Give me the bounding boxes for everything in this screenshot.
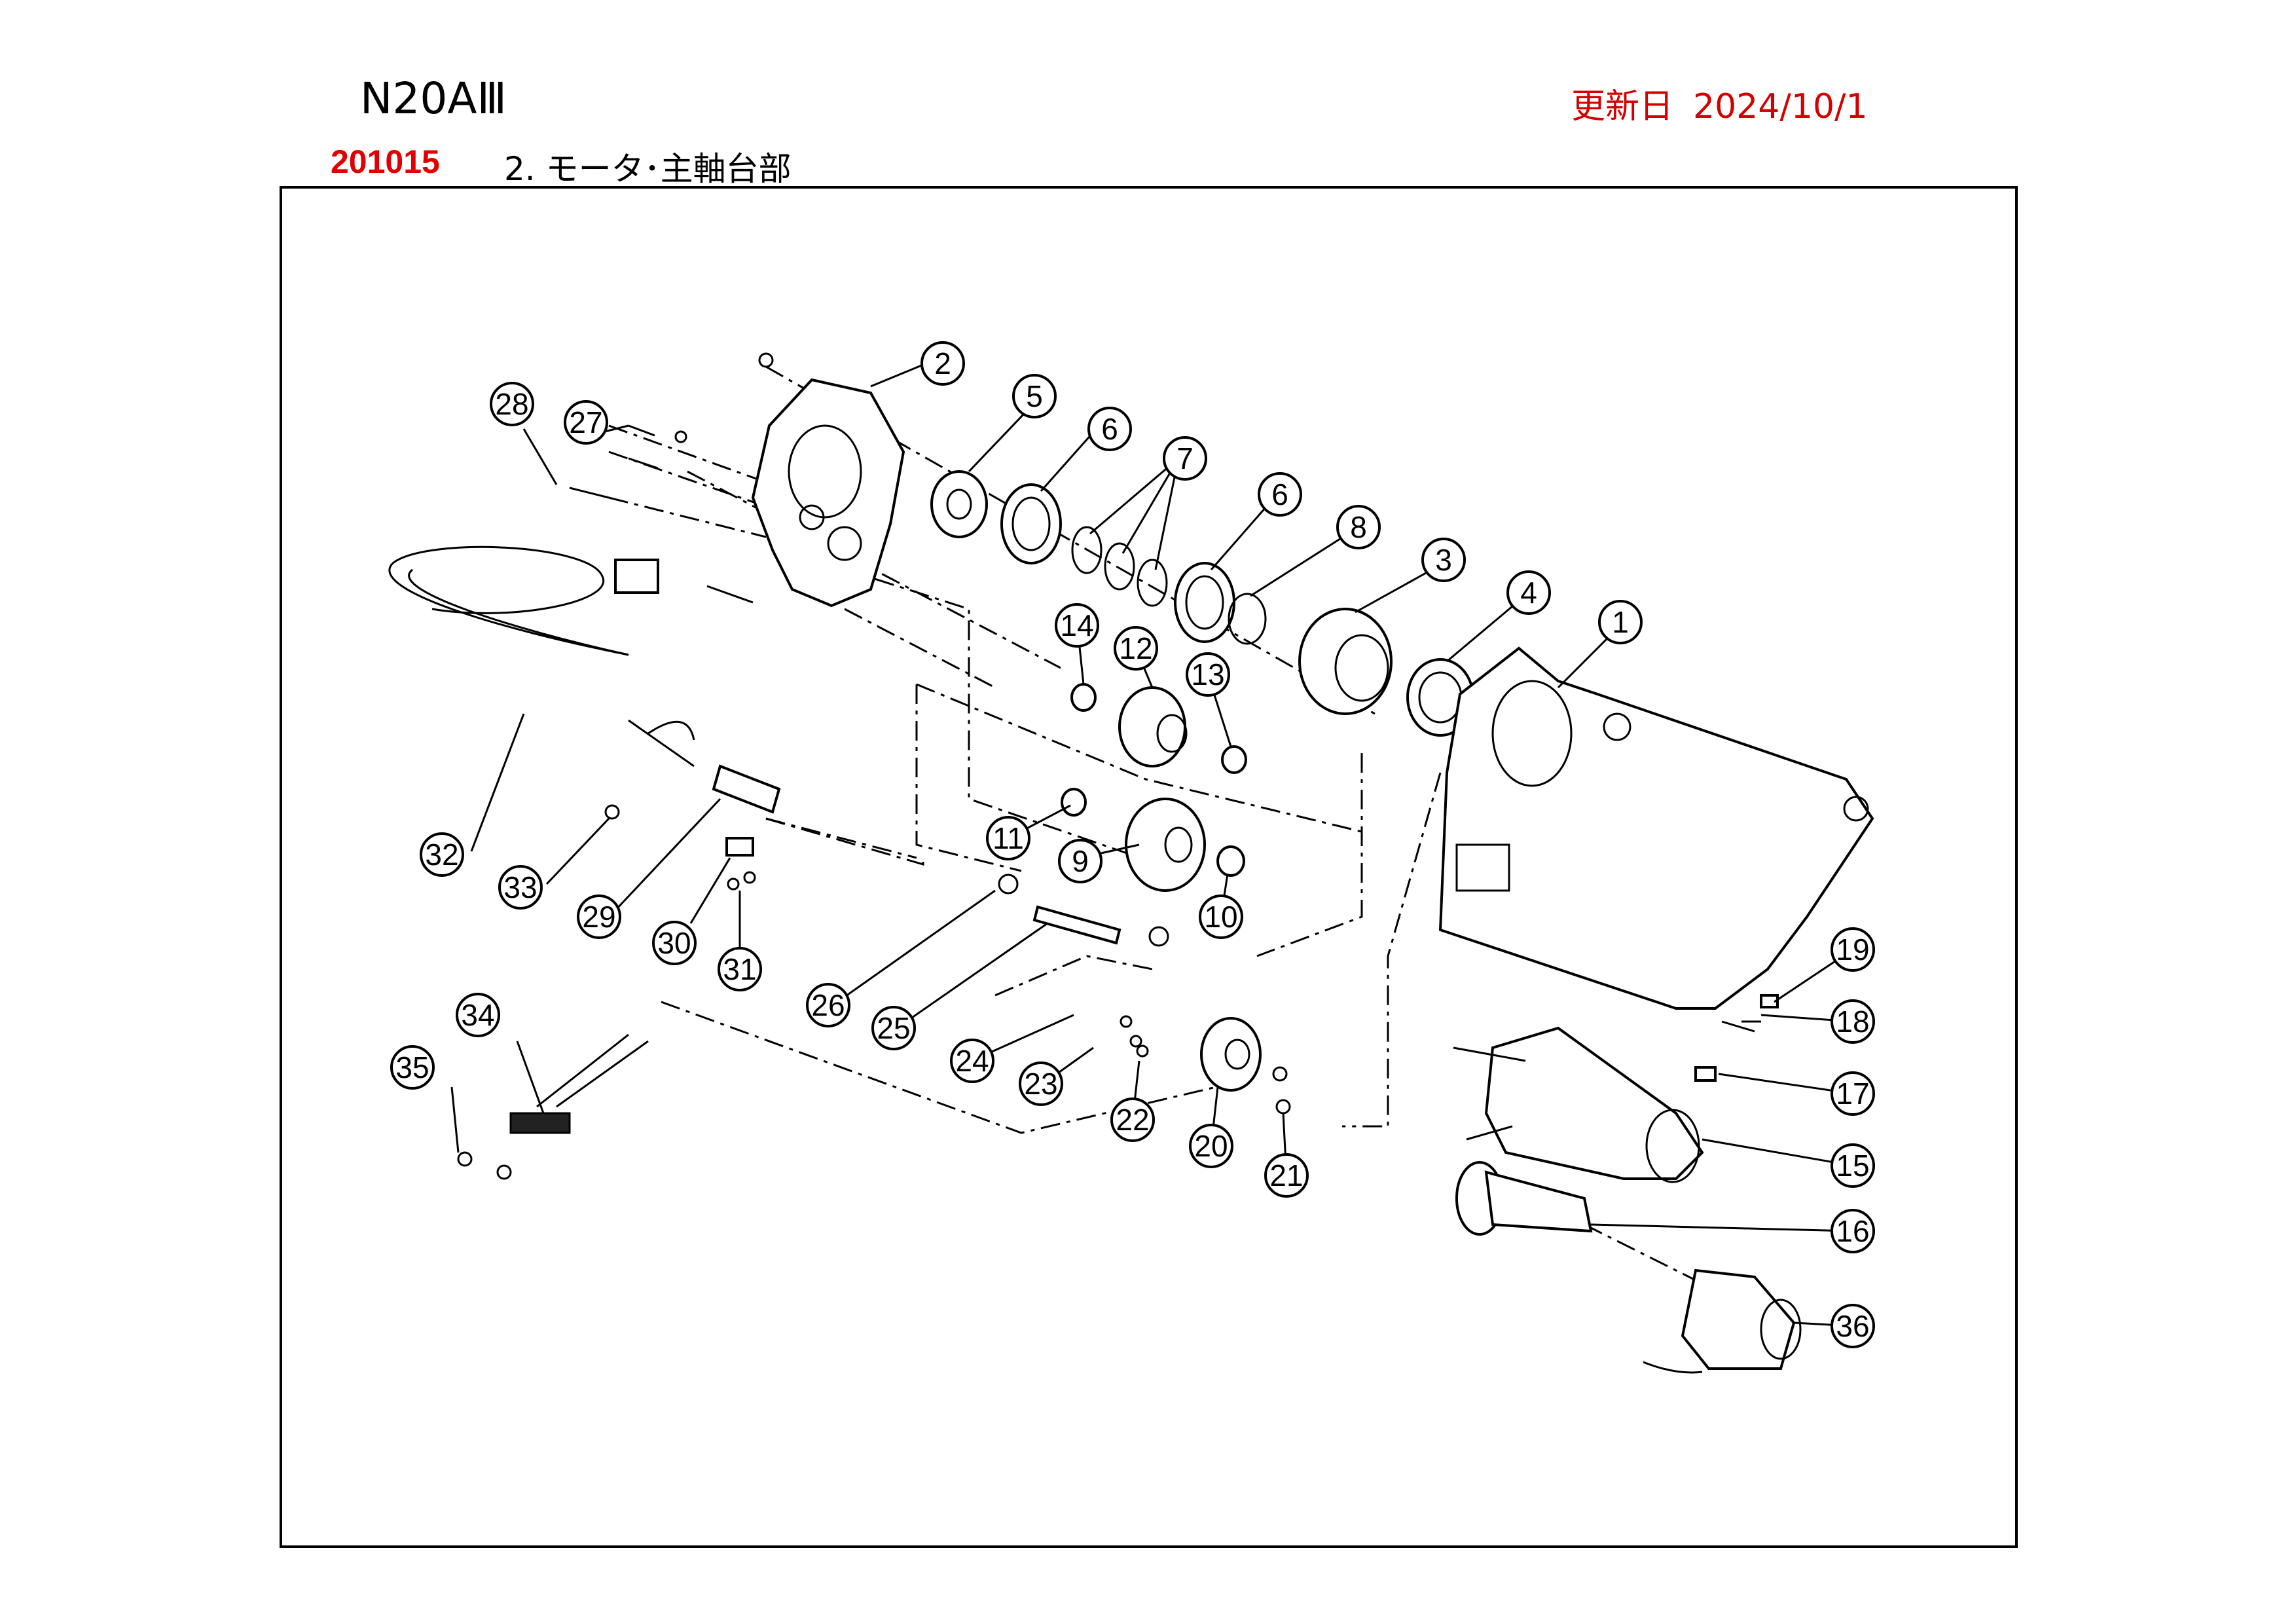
svg-text:4: 4 [1520,576,1537,610]
callout-30: 30 [652,921,697,965]
callout-5: 5 [1012,374,1057,418]
svg-text:35: 35 [395,1050,429,1084]
callout-22: 22 [1110,1098,1155,1142]
callout-35: 35 [390,1045,435,1090]
callout-29: 29 [577,895,621,939]
update-date: 更新日 2024/10/1 [1571,79,1887,128]
callout-33: 33 [498,865,543,910]
callout-24: 24 [950,1039,994,1083]
callout-7: 7 [1163,436,1207,481]
callout-19: 19 [1831,927,1875,972]
callout-3: 3 [1421,538,1466,582]
svg-text:9: 9 [1072,844,1089,878]
svg-text:15: 15 [1836,1149,1869,1183]
callout-18: 18 [1831,999,1875,1044]
callout-2: 2 [920,341,965,386]
svg-text:27: 27 [569,405,602,439]
callout-15: 15 [1831,1143,1875,1188]
update-date-value: 2024/10/1 [1693,87,1868,126]
svg-text:28: 28 [495,387,528,421]
svg-text:1: 1 [1612,605,1629,639]
callout-26: 26 [806,983,850,1027]
callout-11: 11 [986,816,1030,860]
callout-6a: 6 [1087,407,1132,451]
svg-text:20: 20 [1194,1129,1228,1163]
svg-text:6: 6 [1271,477,1288,511]
svg-text:24: 24 [955,1044,989,1078]
svg-text:3: 3 [1435,543,1452,577]
svg-text:36: 36 [1836,1309,1869,1343]
callout-12: 12 [1114,626,1158,671]
svg-text:13: 13 [1191,657,1224,692]
svg-text:16: 16 [1836,1214,1869,1248]
callout-28: 28 [490,382,534,426]
svg-text:21: 21 [1269,1158,1303,1192]
callout-20: 20 [1189,1124,1233,1168]
callout-14: 14 [1055,603,1099,648]
callout-8: 8 [1336,505,1381,549]
callout-10: 10 [1199,895,1243,939]
callout-16: 16 [1831,1209,1875,1253]
svg-text:25: 25 [877,1011,910,1045]
callout-1: 1 [1598,600,1643,644]
callout-4: 4 [1506,570,1551,615]
callout-32: 32 [420,832,464,877]
svg-text:26: 26 [811,988,845,1022]
svg-text:23: 23 [1024,1067,1057,1101]
svg-text:5: 5 [1026,379,1043,413]
svg-text:32: 32 [425,838,458,872]
svg-text:30: 30 [657,926,691,960]
svg-text:31: 31 [723,952,756,986]
svg-text:10: 10 [1204,900,1237,934]
svg-text:29: 29 [582,900,615,934]
callout-23: 23 [1019,1061,1063,1106]
part-shapes [388,352,1874,1374]
callout-21: 21 [1264,1153,1309,1198]
callout-27: 27 [564,400,608,445]
callout-36: 36 [1831,1304,1875,1348]
section-title: 2. モータ･主軸台部 [504,150,792,188]
svg-text:14: 14 [1060,608,1093,642]
callout-9: 9 [1058,839,1102,883]
diagram-frame [280,186,2018,1548]
callout-25: 25 [871,1006,916,1050]
svg-text:17: 17 [1836,1077,1869,1111]
callout-31: 31 [718,947,762,991]
callout-34: 34 [456,993,500,1037]
svg-text:22: 22 [1116,1103,1149,1137]
svg-text:18: 18 [1836,1005,1869,1039]
svg-text:12: 12 [1119,631,1152,665]
callout-6b: 6 [1258,472,1302,517]
svg-text:8: 8 [1350,510,1367,544]
svg-text:2: 2 [934,346,951,380]
callout-17: 17 [1831,1071,1875,1116]
section-code: 201015 [331,143,440,180]
update-date-label: 更新日 [1571,87,1674,126]
model-name: N20AⅢ [360,73,507,124]
svg-text:19: 19 [1836,932,1869,967]
svg-text:34: 34 [461,998,494,1032]
callout-13: 13 [1186,652,1230,697]
svg-text:33: 33 [503,870,537,904]
svg-text:6: 6 [1101,412,1118,446]
svg-text:11: 11 [993,821,1024,855]
svg-text:7: 7 [1176,441,1194,475]
